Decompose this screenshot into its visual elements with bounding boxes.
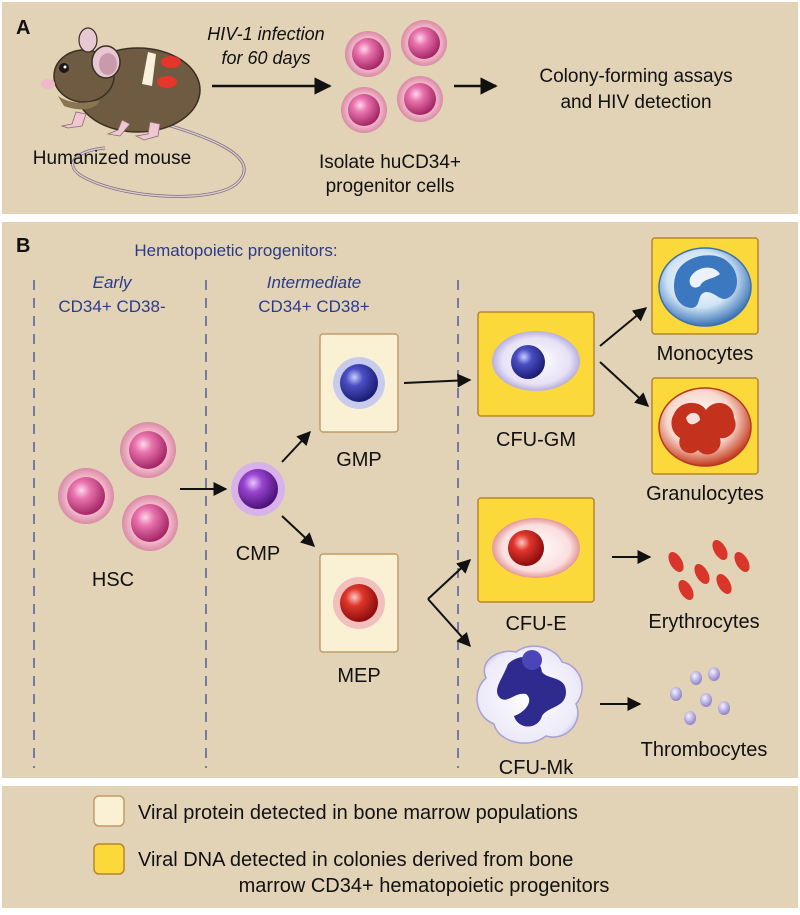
arrow-gmp-cfugm [403, 373, 472, 388]
panel-b-letter: B [16, 235, 30, 257]
monocyte-cell [658, 247, 752, 327]
assay-label-line1: Colony-forming assays [539, 66, 732, 87]
panel-a-letter: A [16, 17, 30, 39]
legend-protein-swatch [93, 795, 125, 827]
infection-label-line1: HIV-1 infection [207, 24, 324, 44]
infection-label-line2: for 60 days [221, 48, 310, 68]
legend-dna-text-line1: Viral DNA detected in colonies derived f… [138, 849, 573, 871]
humanized-mouse-illustration [41, 27, 246, 198]
gmp-label: GMP [336, 449, 382, 471]
gmp-cell [333, 357, 385, 409]
cfu-gm-cell [492, 331, 580, 391]
early-markers: CD34+ CD38- [58, 297, 165, 316]
thrombocytes-label: Thrombocytes [641, 739, 768, 761]
legend-dna-text-line2: marrow CD34+ hematopoietic progenitors [239, 875, 610, 897]
isolated-cd34-cells [341, 20, 447, 133]
cmp-cell [231, 462, 285, 516]
assay-label-line2: and HIV detection [560, 92, 711, 113]
arrow-mep-cfumk [427, 598, 471, 648]
erythrocytes-cluster [668, 540, 750, 600]
cfu-e-cell [492, 518, 580, 578]
intermediate-label: Intermediate [267, 273, 362, 292]
intermediate-markers: CD34+ CD38+ [258, 297, 370, 316]
cmp-label: CMP [236, 543, 280, 565]
arrow-cfugm-granulocytes [599, 361, 650, 407]
thrombocytes-cluster [670, 667, 730, 725]
erythrocytes-label: Erythrocytes [648, 611, 759, 633]
cfu-mk-label: CFU-Mk [499, 757, 574, 779]
arrow-cmp-gmp [281, 430, 311, 463]
cfu-e-label: CFU-E [505, 613, 566, 635]
monocytes-label: Monocytes [657, 343, 754, 365]
mouse-label: Humanized mouse [33, 148, 191, 169]
hsc-cells [58, 422, 178, 551]
progenitors-heading: Hematopoietic progenitors: [134, 241, 337, 260]
legend-protein-text: Viral protein detected in bone marrow po… [138, 802, 578, 824]
hsc-label: HSC [92, 569, 134, 591]
isolate-label-line2: progenitor cells [326, 176, 455, 197]
granulocytes-label: Granulocytes [646, 483, 764, 505]
granulocyte-cell [658, 387, 752, 467]
arrow-cfugm-monocytes [599, 307, 648, 347]
cfu-gm-label: CFU-GM [496, 429, 576, 451]
mep-cell [333, 577, 385, 629]
legend-background [2, 786, 798, 908]
arrow-cmp-mep [281, 515, 316, 547]
legend-dna-swatch [93, 843, 125, 875]
cfu-mk-cell [476, 645, 583, 744]
mep-label: MEP [337, 665, 380, 687]
isolate-label-line1: Isolate huCD34+ [319, 152, 461, 173]
early-label: Early [93, 273, 133, 292]
arrow-mep-cfue [427, 559, 472, 600]
